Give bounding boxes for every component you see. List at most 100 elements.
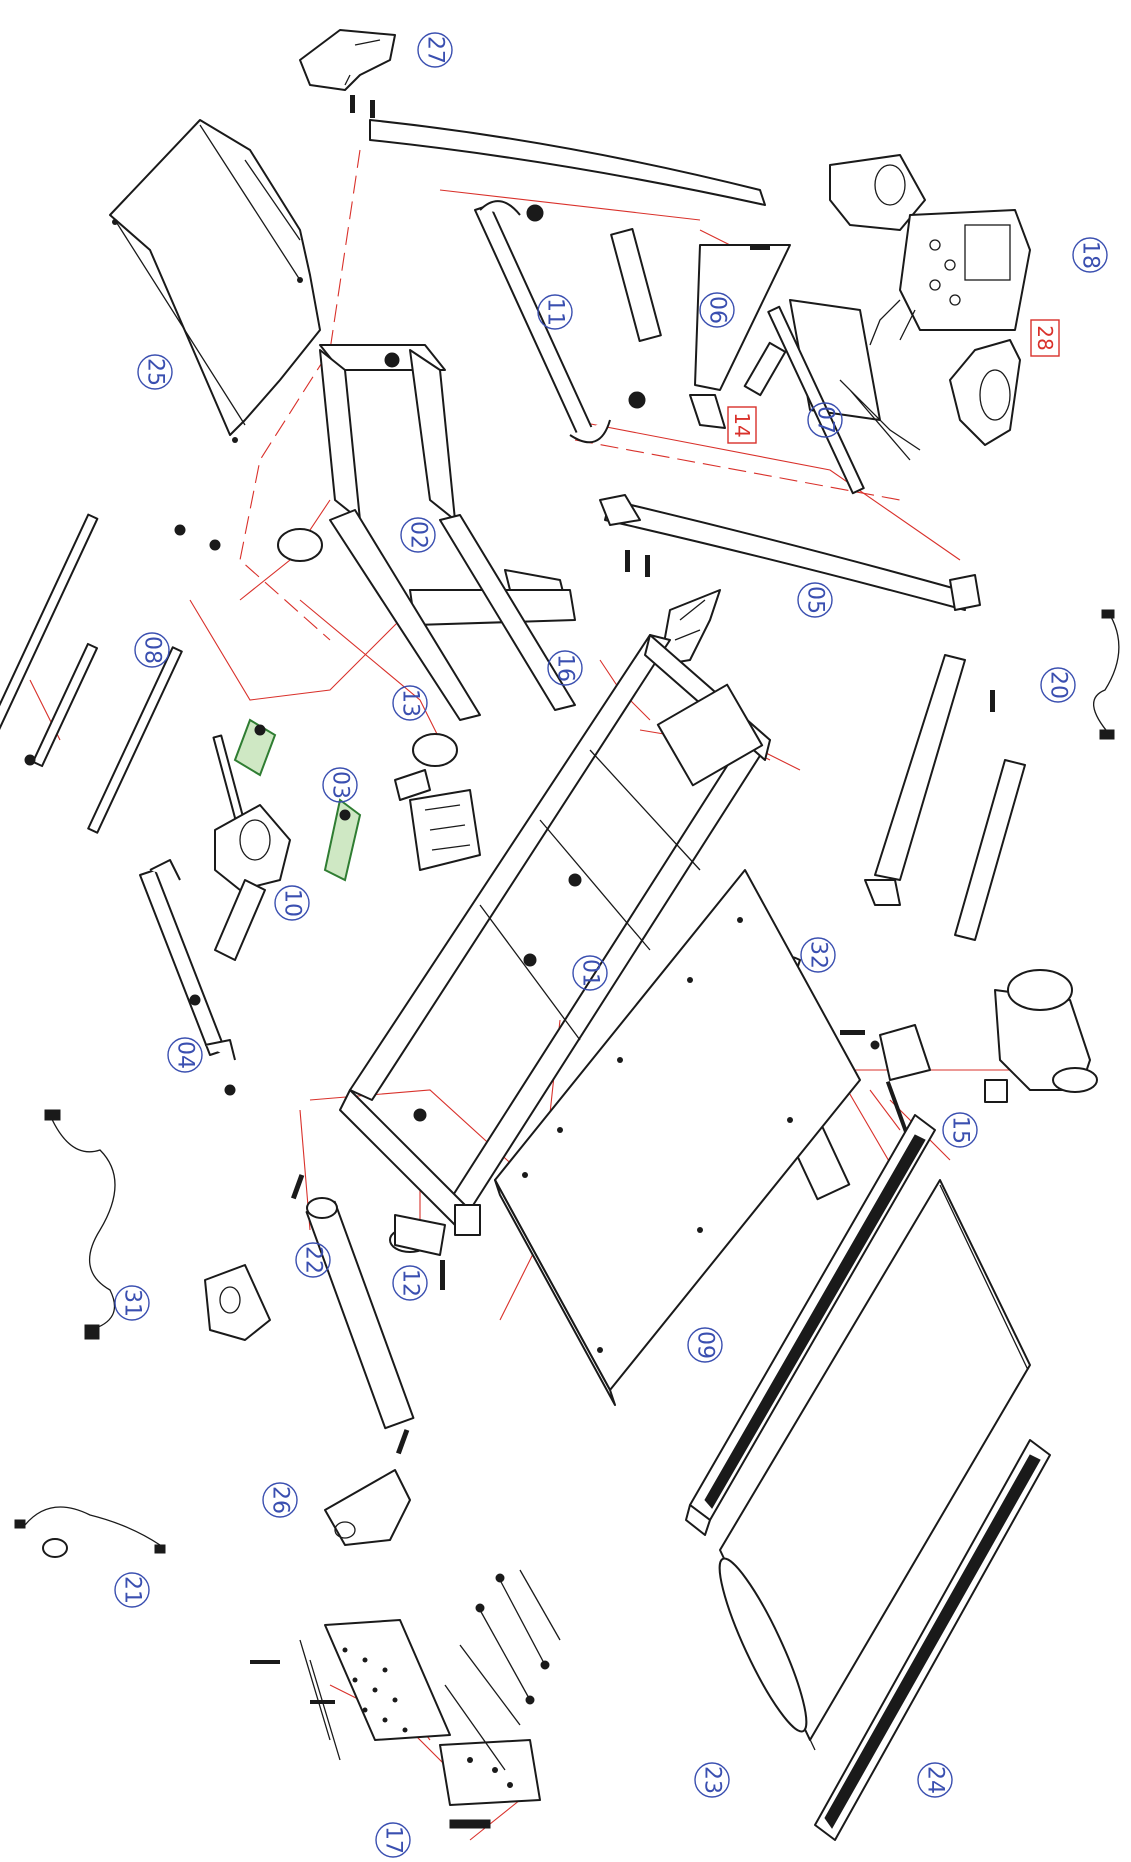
callout-marker [167,1037,203,1073]
callout-16: 16 [547,650,583,686]
part-26-rear-cover [324,1469,411,1546]
part-24-side-rail [814,1439,1051,1841]
callout-label: 27 [423,36,448,64]
callout-marker [295,1242,331,1278]
callout-marker [537,294,573,330]
callout-marker [392,1265,428,1301]
callout-label: 24 [923,1766,948,1794]
callout-marker [1040,667,1076,703]
part-side-rails [685,1114,936,1536]
callout-marker [727,406,757,444]
callout-label: 28 [1033,325,1057,350]
callout-marker [262,1482,298,1518]
callout-label: 16 [553,654,578,682]
part-06-hand-grip [689,244,791,429]
callout-label: 07 [813,406,838,434]
callout-label: 14 [730,412,754,437]
callout-10: 10 [274,885,310,921]
callout-label: 18 [1078,241,1103,269]
part-18-console [829,154,1031,446]
part-17-controller-board [250,1619,541,1829]
callout-21: 21 [114,1572,150,1608]
callout-26: 26 [262,1482,298,1518]
callout-label: 03 [328,771,353,799]
callout-label: 05 [803,586,828,614]
part-13-bracket-plate [394,769,481,871]
boxed-callout-14: 14 [727,406,757,444]
callout-marker [807,402,843,438]
callout-label: 31 [120,1289,145,1317]
callout-04: 04 [167,1037,203,1073]
part-02-incline-frame [277,344,576,767]
callout-marker [114,1285,150,1321]
callout-marker [547,650,583,686]
part-21-sensor-wire [14,1506,166,1558]
callout-17: 17 [375,1822,411,1858]
part-25-motor-hood [109,119,321,443]
callout-marker [1072,237,1108,273]
highlighted-part-callouts: 28 14 [727,319,1060,444]
callout-marker [694,1762,730,1798]
callout-marker [699,292,735,328]
callout-label: 06 [705,296,730,324]
callout-marker [274,885,310,921]
callout-marker [375,1822,411,1858]
callout-12: 12 [392,1265,428,1301]
part-09-deck-board [494,869,861,1406]
callout-label: 11 [543,298,568,326]
callout-marker [572,955,608,991]
part-07-console-mast [767,299,921,495]
part-27-upright-cap [299,29,396,118]
part-31-power-cord [44,1109,116,1340]
callout-15: 15 [942,1112,978,1148]
callout-marker [800,937,836,973]
callout-31: 31 [114,1285,150,1321]
callout-label: 08 [140,636,165,664]
callout-18: 18 [1072,237,1108,273]
callout-marker [797,582,833,618]
part-wire-harness [444,1569,561,1771]
callout-23: 23 [694,1762,730,1798]
callout-03: 03 [322,767,358,803]
callout-25: 25 [137,354,173,390]
callout-marker [417,32,453,68]
callout-13: 13 [392,685,428,721]
part-lower-hand-grip [864,654,1026,941]
callout-01: 01 [572,955,608,991]
boxed-callout-28: 28 [1030,319,1060,357]
callout-22: 22 [295,1242,331,1278]
callout-marker [942,1112,978,1148]
callout-label: 09 [693,1331,718,1359]
callout-marker [687,1327,723,1363]
callout-08: 08 [134,632,170,668]
callout-label: 26 [268,1486,293,1514]
callout-label: 15 [948,1116,973,1144]
callout-05: 05 [797,582,833,618]
callout-marker [134,632,170,668]
callout-label: 10 [280,889,305,917]
callout-marker [392,685,428,721]
part-05-right-upright [599,494,995,712]
callout-label: 25 [143,358,168,386]
callout-label: 13 [398,689,423,717]
callout-label: 12 [398,1269,423,1297]
part-16-bracket [659,589,721,666]
part-20-sensor-cable [1093,609,1120,740]
callout-27: 27 [417,32,453,68]
callout-06: 06 [699,292,735,328]
part-23-running-belt [718,1179,1031,1751]
callout-label: 23 [700,1766,725,1794]
part-15-drive-motor [840,969,1098,1134]
callout-24: 24 [917,1762,953,1798]
callout-label: 21 [120,1576,145,1604]
callout-marker [322,767,358,803]
part-10-incline-motor [214,804,291,961]
callout-32: 32 [800,937,836,973]
part-rear-end-cap [204,1264,271,1341]
callout-label: 17 [381,1826,406,1854]
callout-20: 20 [1040,667,1076,703]
callout-marker [137,354,173,390]
part-08-rods [0,513,221,834]
